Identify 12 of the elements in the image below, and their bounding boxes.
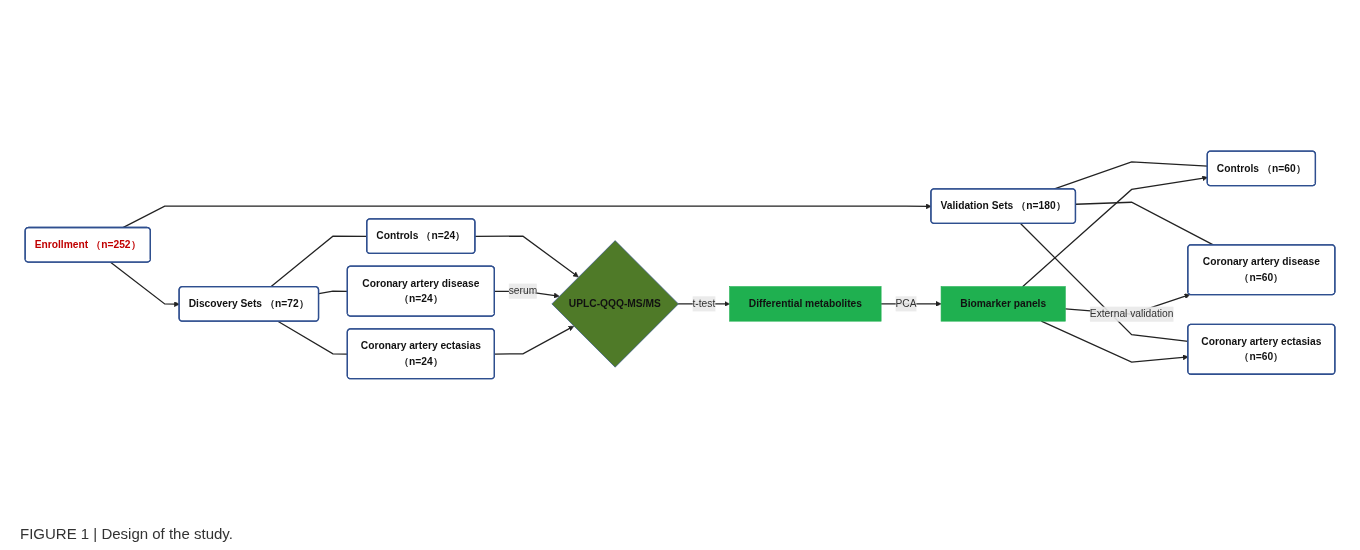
arrow bbox=[494, 325, 575, 355]
figure-caption: FIGURE 1 | Design of the study. bbox=[20, 524, 234, 542]
edge-label: PCA bbox=[895, 297, 917, 309]
arrow bbox=[109, 261, 180, 307]
edge-label: serum bbox=[508, 284, 538, 296]
node-diamond: UPLC-QQQ-MS/MS bbox=[551, 239, 679, 368]
edge-label: t-test bbox=[692, 297, 716, 309]
arrow bbox=[1021, 175, 1208, 287]
arrow bbox=[474, 235, 579, 277]
edge-label: External validation bbox=[1089, 307, 1174, 319]
node-box: Biomarker panels bbox=[940, 285, 1066, 322]
node-box: Differential metabolites bbox=[729, 285, 882, 322]
